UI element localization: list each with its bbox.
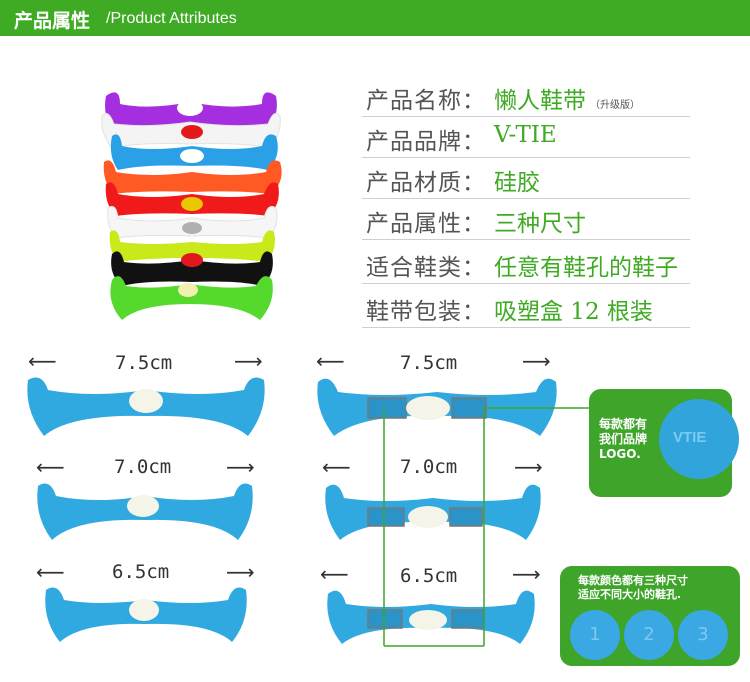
- attr-note: （升级版）: [590, 100, 640, 111]
- arrow-left-icon: ⟵: [36, 455, 65, 479]
- arrow-right-icon: ⟶: [522, 349, 551, 373]
- arrow-right-icon: ⟶: [514, 455, 543, 479]
- sizes-callout-text: 每款颜色都有三种尺寸 适应不同大小的鞋孔.: [578, 574, 688, 601]
- strap-black: [111, 251, 273, 286]
- strap-white: [101, 112, 281, 149]
- attr-row-brand: 产品品牌： V-TIE: [362, 117, 690, 158]
- attr-value: 吸塑盒 12 根装: [494, 299, 653, 325]
- section-title-en: /Product Attributes: [106, 10, 237, 27]
- section-title-cn: 产品属性: [14, 10, 91, 32]
- attr-value: 懒人鞋带 （升级版）: [494, 81, 640, 115]
- size-label-medium-2: 7.0cm: [400, 456, 458, 478]
- size-label-small: 6.5cm: [112, 561, 170, 583]
- strap-blue-medium: [37, 483, 253, 540]
- strap-buckled-large: [317, 378, 557, 436]
- strap-purple: [105, 92, 277, 132]
- arrow-left-icon: ⟵: [36, 560, 65, 584]
- logo-closeup: VTIE: [659, 399, 739, 479]
- arrow-right-icon: ⟶: [512, 562, 541, 586]
- sizes-callout: 每款颜色都有三种尺寸 适应不同大小的鞋孔. 1 2 3: [560, 566, 740, 666]
- attr-value-text: 懒人鞋带: [494, 88, 586, 114]
- attr-label: 产品材质：: [366, 170, 486, 196]
- attr-label: 适合鞋类：: [366, 255, 486, 281]
- arrow-left-icon: ⟵: [320, 562, 349, 586]
- attr-value: 三种尺寸: [494, 211, 586, 237]
- attr-value: 硅胶: [494, 170, 540, 196]
- attr-label: 鞋带包装：: [366, 299, 486, 325]
- logo-callout-text: 每款都有 我们品牌 LOGO.: [599, 417, 648, 461]
- logo-callout: 每款都有 我们品牌 LOGO. VTIE: [589, 389, 739, 497]
- arrow-left-icon: ⟵: [322, 455, 351, 479]
- arrow-right-icon: ⟶: [226, 455, 255, 479]
- arrow-right-icon: ⟶: [226, 560, 255, 584]
- attr-row-packaging: 鞋带包装： 吸塑盒 12 根装: [362, 287, 690, 328]
- attr-label: 产品属性：: [366, 211, 486, 237]
- connector-lines: [383, 407, 592, 647]
- product-photo: [101, 92, 282, 320]
- attr-row-material: 产品材质： 硅胶: [362, 158, 690, 199]
- section-header: 产品属性 /Product Attributes: [0, 0, 750, 36]
- attr-row-shoe-type: 适合鞋类： 任意有鞋孔的鞋子: [362, 243, 690, 284]
- size-label-large: 7.5cm: [115, 352, 173, 374]
- size-3-closeup: 3: [678, 610, 728, 660]
- attr-value: 任意有鞋孔的鞋子: [494, 255, 678, 281]
- strap-buckled-small: [327, 590, 535, 644]
- strap-blue-large: [27, 377, 265, 436]
- strap-blue-small: [45, 587, 247, 642]
- strap-green: [110, 276, 273, 320]
- strap-yellow: [109, 230, 275, 262]
- attr-row-name: 产品名称： 懒人鞋带 （升级版）: [362, 76, 690, 117]
- attr-row-property: 产品属性： 三种尺寸: [362, 199, 690, 240]
- strap-white-2: [107, 205, 278, 239]
- attr-label: 产品名称：: [366, 88, 486, 114]
- strap-buckled-medium: [325, 484, 541, 540]
- size-label-large-2: 7.5cm: [400, 352, 458, 374]
- strap-blue: [110, 134, 278, 170]
- strap-red: [105, 182, 279, 216]
- size-label-small-2: 6.5cm: [400, 565, 458, 587]
- arrow-right-icon: ⟶: [234, 349, 263, 373]
- logo-stamp: VTIE: [673, 429, 707, 446]
- size-1-closeup: 1: [570, 610, 620, 660]
- size-label-medium: 7.0cm: [114, 456, 172, 478]
- arrow-left-icon: ⟵: [316, 349, 345, 373]
- arrow-left-icon: ⟵: [28, 349, 57, 373]
- attr-label: 产品品牌：: [366, 129, 486, 155]
- attr-value: V-TIE: [494, 122, 557, 148]
- size-2-closeup: 2: [624, 610, 674, 660]
- strap-orange: [103, 160, 282, 194]
